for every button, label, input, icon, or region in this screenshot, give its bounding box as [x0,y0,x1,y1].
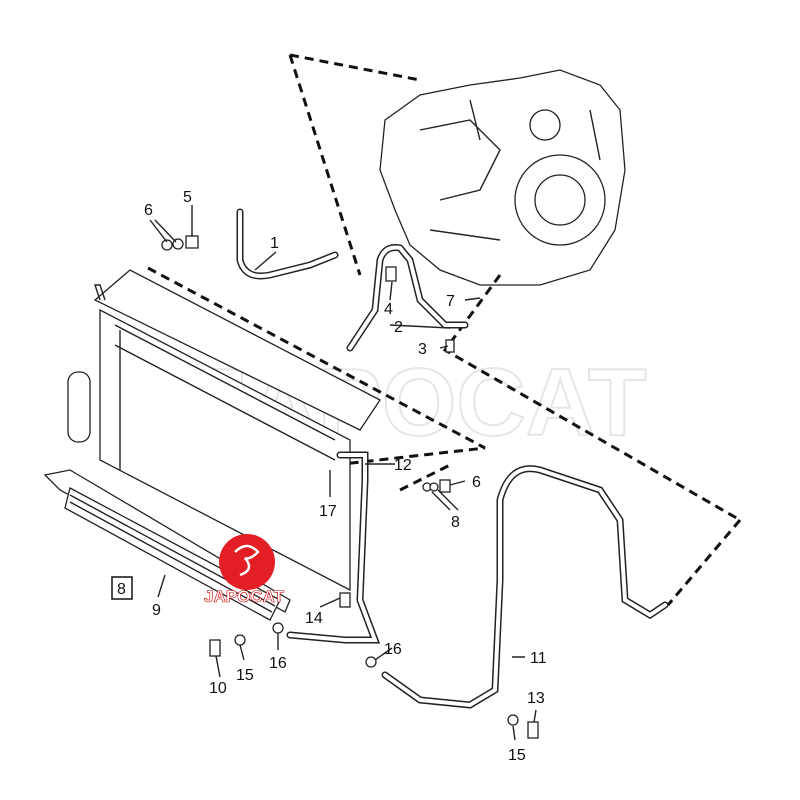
callout-16: 16 [384,641,402,658]
callout-labels: 1 2 3 4 5 6 7 12 6 8 17 8 9 14 16 16 10 … [111,189,547,764]
callout-16: 16 [269,655,287,672]
callout-17: 17 [319,503,337,520]
callout-15: 15 [508,747,526,764]
radiator-drawing [43,269,381,621]
callout-2: 2 [394,319,403,336]
callout-7: 7 [446,293,455,310]
svg-text:JAPOCAT: JAPOCAT [204,587,285,606]
callout-4: 4 [384,301,393,318]
callout-14: 14 [305,610,323,627]
callout-8-boxed: 8 [117,581,126,598]
callout-8: 8 [451,514,460,531]
callout-3: 3 [418,341,427,358]
callout-8-box [111,576,133,600]
hoses-drawing [236,208,669,709]
callout-1: 1 [270,235,279,252]
callout-9: 9 [152,602,161,619]
callout-6: 6 [472,474,481,491]
callout-10: 10 [209,680,227,697]
fittings [161,235,539,739]
callout-11: 11 [530,650,547,667]
transmission-drawing [379,69,626,286]
callout-6: 6 [144,202,153,219]
callout-15: 15 [236,667,254,684]
callout-13: 13 [527,690,545,707]
callout-5: 5 [183,189,192,206]
japocat-logo: JAPOCAT [204,534,285,606]
callout-12: 12 [394,457,412,474]
